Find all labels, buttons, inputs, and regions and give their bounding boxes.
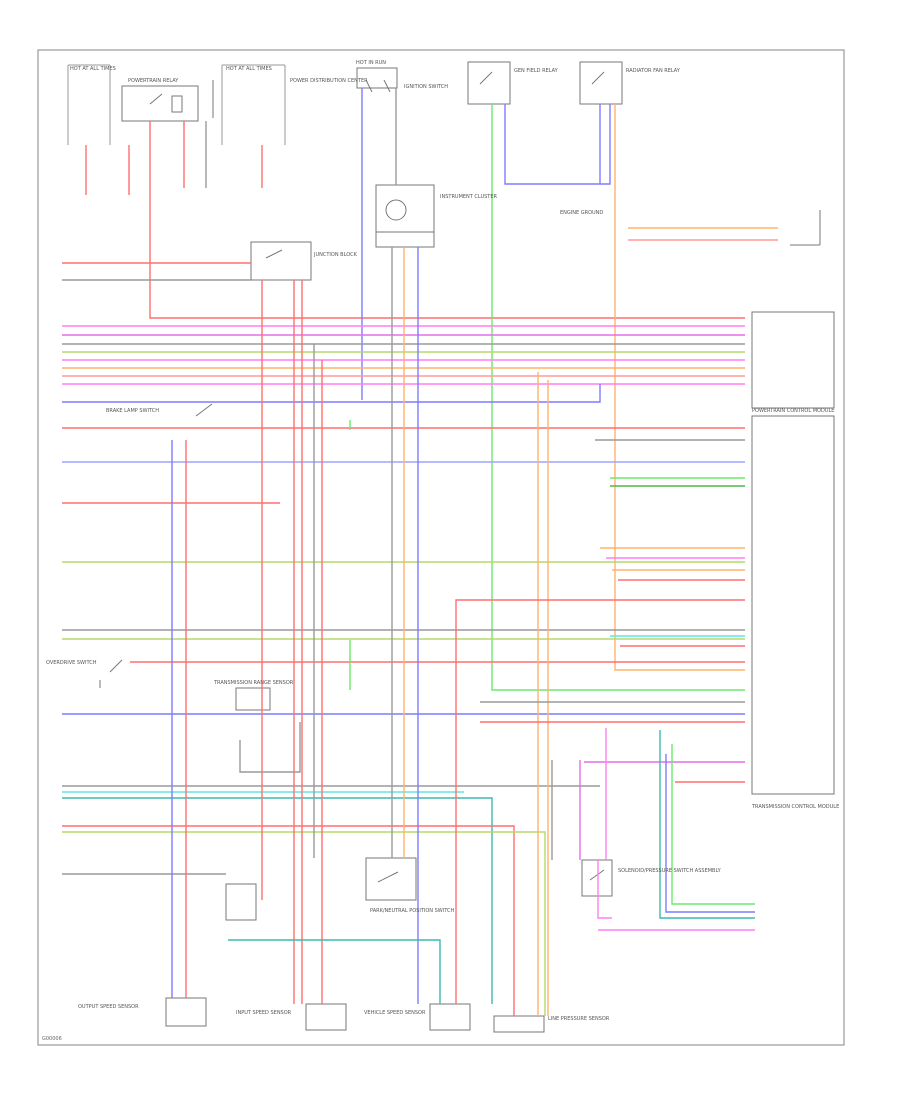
wire-yellowgreen-36 <box>62 831 546 1016</box>
wire-pink-73 <box>597 860 755 931</box>
component-labels: HOT AT ALL TIMES POWERTRAIN RELAY HOT AT… <box>46 60 839 1022</box>
park-neutral-switch <box>365 857 417 901</box>
wire-red-35 <box>62 825 515 1016</box>
label-gen-field-relay: GEN FIELD RELAY <box>514 68 559 74</box>
radiator-fan-relay <box>579 61 623 105</box>
output-speed-sensor <box>165 997 207 1027</box>
label-hot-at-all-times-2: HOT AT ALL TIMES <box>226 66 272 72</box>
wire-gray-68 <box>239 722 301 773</box>
label-brake-lamp-switch: BRAKE LAMP SWITCH <box>106 408 159 414</box>
label-input-speed-sensor: INPUT SPEED SENSOR <box>236 1010 292 1016</box>
wire-blue-64 <box>665 754 755 913</box>
input-speed-sensor <box>305 1003 347 1031</box>
label-transmission-control-module: TRANSMISSION CONTROL MODULE <box>751 804 839 810</box>
gen-field-relay <box>467 61 511 105</box>
label-hot-at-all-times: HOT AT ALL TIMES <box>70 66 116 72</box>
transmission-range-sensor <box>235 687 271 711</box>
label-hot-in-run: HOT IN RUN <box>356 60 386 66</box>
label-radiator-fan-relay: RADIATOR FAN RELAY <box>626 68 681 74</box>
powertrain-control-module <box>751 210 835 795</box>
diagram-id: G00006 <box>42 1036 62 1042</box>
label-junction-block: JUNCTION BLOCK <box>313 252 358 258</box>
vehicle-speed-sensor <box>429 1003 471 1031</box>
label-ignition-switch: IGNITION SWITCH <box>404 84 448 90</box>
wire-green-63 <box>671 744 755 905</box>
wire-blue-8 <box>504 104 611 185</box>
wire-red-51 <box>455 599 745 1004</box>
overdrive-switch <box>99 659 123 688</box>
label-instrument-cluster: INSTRUMENT CLUSTER <box>440 194 498 200</box>
label-powertrain-control-module: POWERTRAIN CONTROL MODULE <box>752 408 834 414</box>
speed-sensor-housing <box>225 883 257 921</box>
wire-group <box>62 88 778 1016</box>
wire-red-1 <box>149 121 745 319</box>
label-engine-ground: ENGINE GROUND <box>560 210 603 216</box>
relay-coil <box>171 95 183 113</box>
label-vehicle-speed-sensor: VEHICLE SPEED SENSOR <box>364 1010 426 1016</box>
wire-blue-23 <box>62 384 601 403</box>
wire-green-7 <box>491 104 745 691</box>
junction-block <box>250 241 312 281</box>
instrument-cluster <box>375 184 435 248</box>
label-solenoid-pressure-switch: SOLENOID/PRESSURE SWITCH ASSEMBLY <box>618 868 722 874</box>
label-overdrive-switch: OVERDRIVE SWITCH <box>46 660 97 666</box>
wire-red-0 <box>85 145 130 195</box>
label-transmission-range-sensor: TRANSMISSION RANGE SENSOR <box>213 680 294 686</box>
diagram-frame <box>37 49 845 1046</box>
wire-teal-69 <box>228 939 441 1004</box>
label-power-distribution-center: POWER DISTRIBUTION CENTER <box>290 78 368 84</box>
wire-orange-10 <box>614 104 745 671</box>
brake-lamp-switch <box>195 403 213 417</box>
label-line-pressure-sensor: LINE PRESSURE SENSOR <box>548 1016 610 1022</box>
label-powertrain-relay: POWERTRAIN RELAY <box>128 78 179 84</box>
solenoid-pressure-switch <box>581 859 613 897</box>
powertrain-relay-box <box>121 85 199 122</box>
ignition-switch <box>356 67 398 93</box>
wire-teal-62 <box>659 730 755 919</box>
top-left-fuse-block <box>67 64 286 145</box>
line-pressure-sensor <box>493 1015 545 1033</box>
label-output-speed-sensor: OUTPUT SPEED SENSOR <box>78 1004 139 1010</box>
wire-teal-34 <box>62 797 493 1004</box>
label-park-neutral-switch: PARK/NEUTRAL POSITION SWITCH <box>370 908 454 914</box>
